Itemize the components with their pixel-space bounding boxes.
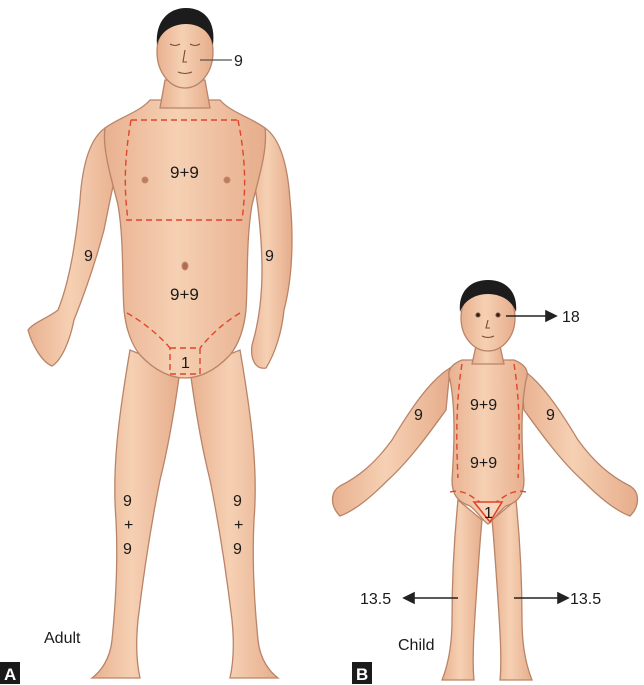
adult-left-arm-label: 9	[84, 248, 93, 265]
child-left-leg	[442, 500, 482, 680]
child-right-leg-label: 13.5	[570, 591, 601, 608]
adult-chest-label: 9+9	[170, 163, 199, 182]
child-left-arm	[333, 368, 451, 516]
adult-left-leg-label-1: 9	[123, 493, 132, 510]
child-torso	[449, 360, 528, 524]
panel-b-letter: B	[356, 665, 368, 684]
adult-head-label: 9	[234, 53, 243, 70]
adult-left-leg-label-3: 9	[123, 541, 132, 558]
adult-perineum-label: 1	[181, 355, 190, 372]
child-figure	[333, 285, 638, 680]
adult-right-leg	[190, 350, 278, 678]
child-chest-label: 9+9	[470, 397, 497, 414]
child-head-label: 18	[562, 309, 580, 326]
child-left-arm-label: 9	[414, 407, 423, 424]
child-right-leg	[492, 500, 532, 680]
panel-a-letter: A	[4, 665, 16, 684]
adult-right-leg-label-1: 9	[233, 493, 242, 510]
adult-right-leg-label-3: 9	[233, 541, 242, 558]
adult-left-leg	[92, 350, 180, 678]
adult-right-leg-label-2: +	[234, 517, 243, 534]
adult-abdomen-label: 9+9	[170, 285, 199, 304]
child-right-arm-label: 9	[546, 407, 555, 424]
adult-caption: Adult	[44, 630, 81, 647]
child-caption: Child	[398, 637, 434, 654]
adult-left-leg-label-2: +	[124, 517, 133, 534]
child-abdomen-label: 9+9	[470, 455, 497, 472]
adult-figure	[28, 16, 292, 678]
child-left-leg-label: 13.5	[360, 591, 391, 608]
child-perineum-label: 1	[484, 505, 493, 522]
adult-right-arm-label: 9	[265, 248, 274, 265]
child-right-arm	[520, 368, 638, 516]
